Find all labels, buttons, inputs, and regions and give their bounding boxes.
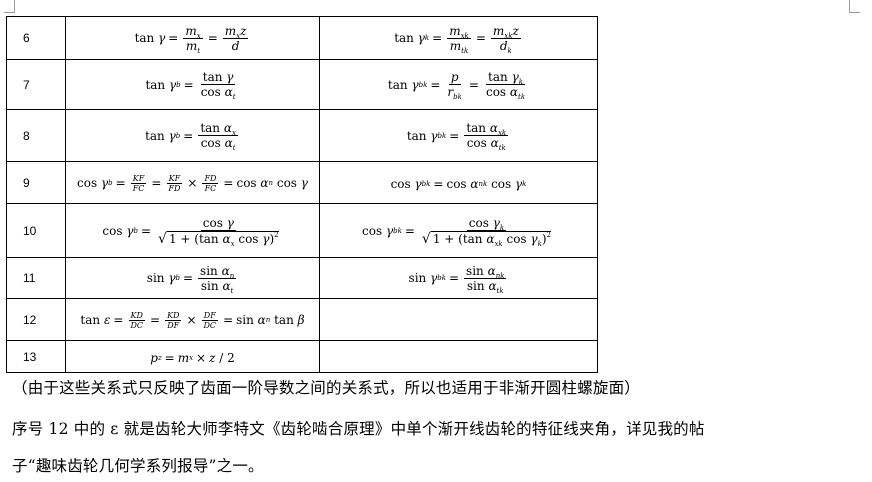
- row-index: 12: [6, 298, 66, 341]
- row-index: 6: [6, 16, 66, 60]
- empty-cell: [319, 298, 598, 341]
- margin-corner-mark: [849, 0, 860, 13]
- row-index: 7: [6, 59, 66, 110]
- row-index: 8: [6, 109, 66, 162]
- paragraph-line: 子“趣味齿轮几何学系列报导”之一。: [12, 457, 264, 475]
- row-index: 13: [6, 340, 66, 373]
- row-index: 10: [6, 203, 66, 258]
- empty-cell: [319, 340, 598, 373]
- paragraph-line: 序号 12 中的 ε 就是齿轮大师李特文《齿轮啮合原理》中单个渐开线齿轮的特征线…: [12, 420, 705, 438]
- paragraph-line: （由于这些关系式只反映了齿面一阶导数之间的关系式，所以也适用于非渐开圆柱螺旋面）: [12, 379, 641, 397]
- row-index: 9: [6, 161, 66, 204]
- margin-corner-mark: [4, 0, 15, 13]
- row-index: 11: [6, 257, 66, 299]
